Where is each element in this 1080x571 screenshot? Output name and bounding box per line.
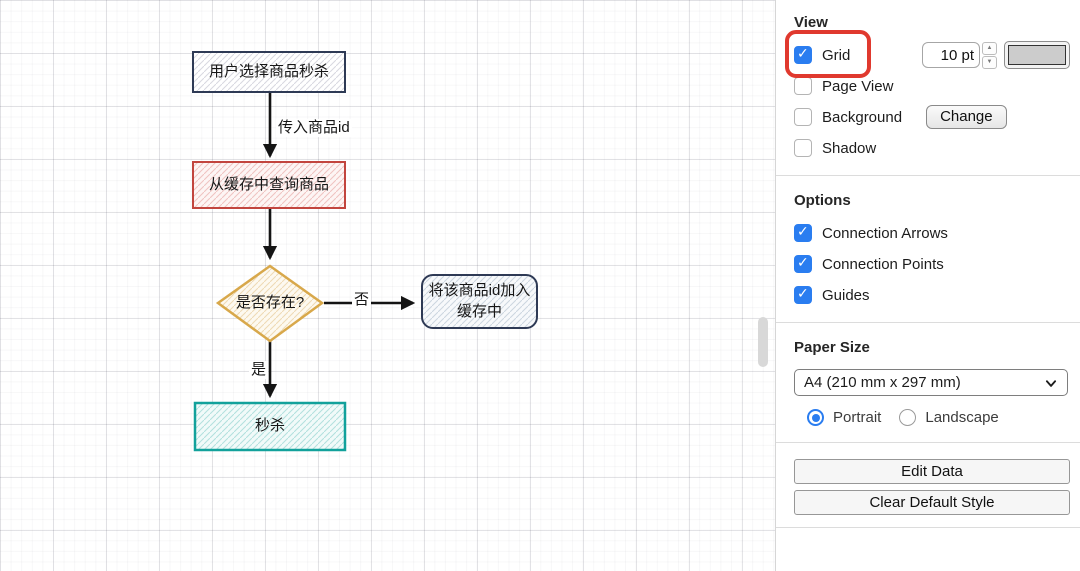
grid-color-swatch-fill [1008,45,1066,65]
clear-default-style-button[interactable]: Clear Default Style [794,490,1070,515]
connection-points-row: Connection Points [794,253,1070,275]
grid-label: Grid [822,46,851,64]
edge-label-pass-product-id[interactable]: 传入商品id [276,119,352,137]
options-section-title: Options [794,192,851,209]
paper-size-select[interactable]: A4 (210 mm x 297 mm) [794,369,1068,396]
change-background-button[interactable]: Change [926,105,1007,129]
node-add-to-cache[interactable]: 将该商品id加入 缓存中 [428,282,531,320]
grid-row: Grid ▲ ▼ [794,41,1070,69]
canvas-vertical-scrollbar[interactable] [758,317,768,367]
grid-size-stepper: ▲ ▼ [982,42,997,69]
connection-arrows-checkbox[interactable] [794,223,812,242]
background-label: Background [822,108,903,126]
background-row: Background Change [794,105,1070,129]
orientation-row: Portrait Landscape [807,409,1070,426]
page-view-row: Page View [794,75,1070,97]
stepper-up-icon[interactable]: ▲ [982,42,997,55]
guides-row: Guides [794,284,1070,306]
paper-size-section-title: Paper Size [794,339,870,356]
node-query-cache[interactable]: 从缓存中查询商品 [208,175,329,193]
chevron-down-icon [1045,379,1057,387]
edge-label-no[interactable]: 否 [352,291,372,309]
landscape-label: Landscape [925,409,999,426]
format-panel: View Grid ▲ ▼ Page View Background Chang… [775,0,1080,571]
connection-arrows-row: Connection Arrows [794,222,1070,244]
panel-actions: Edit Data Clear Default Style [776,459,1080,528]
grid-color-swatch[interactable] [1004,41,1070,69]
paper-size-selected-value: A4 (210 mm x 297 mm) [804,374,961,391]
node-decision-exists[interactable]: 是否存在? [235,294,305,312]
portrait-label: Portrait [833,409,882,426]
section-divider [776,175,1080,176]
flowchart-shapes [192,51,538,452]
node-seckill[interactable]: 秒杀 [254,417,285,435]
connection-points-label: Connection Points [822,255,944,273]
shadow-checkbox[interactable] [794,139,812,157]
landscape-radio[interactable] [899,409,917,426]
section-divider [776,527,1080,528]
stepper-down-icon[interactable]: ▼ [982,56,997,69]
background-checkbox[interactable] [794,108,812,126]
view-section-title: View [794,14,828,31]
connection-points-checkbox[interactable] [794,254,812,273]
grid-checkbox[interactable] [794,45,812,64]
shadow-row: Shadow [794,137,1070,159]
page-view-checkbox[interactable] [794,77,812,95]
diagram-canvas[interactable]: 用户选择商品秒杀 从缓存中查询商品 是否存在? 将该商品id加入 缓存中 秒杀 … [0,0,775,571]
node-start[interactable]: 用户选择商品秒杀 [208,62,329,80]
edit-data-button[interactable]: Edit Data [794,459,1070,484]
guides-label: Guides [822,286,870,304]
guides-checkbox[interactable] [794,285,812,304]
edge-label-yes[interactable]: 是 [249,361,269,379]
section-divider [776,442,1080,443]
section-divider [776,322,1080,323]
page-view-label: Page View [822,77,894,95]
connection-arrows-label: Connection Arrows [822,224,948,242]
portrait-radio[interactable] [807,409,824,426]
grid-size-input[interactable] [922,42,980,68]
shadow-label: Shadow [822,139,877,157]
